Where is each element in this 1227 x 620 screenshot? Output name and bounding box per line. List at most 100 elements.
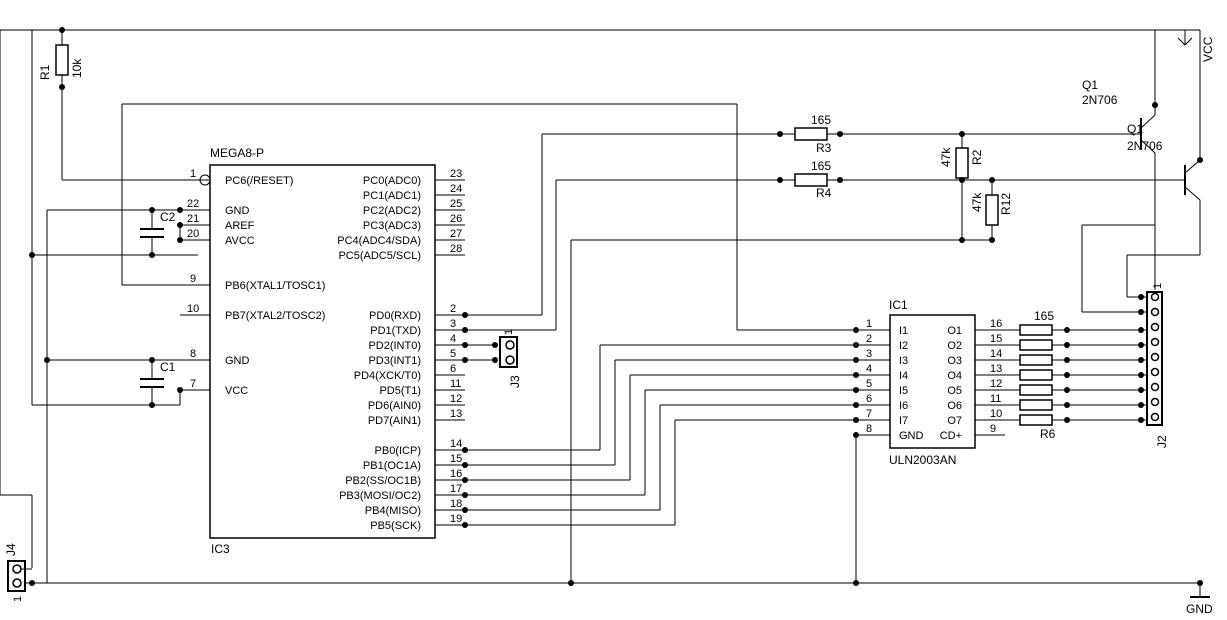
junction-dot (59, 27, 65, 33)
output-resistor-2 (1019, 339, 1053, 351)
junction-dot (1138, 387, 1144, 393)
q1b-ref: Q1 (1127, 122, 1143, 136)
ic1-right-pin-num: 12 (990, 378, 1002, 390)
junction-dot (462, 312, 468, 318)
ic1-left-pin-num: 5 (866, 378, 872, 390)
output-resistor-bank (1019, 324, 1147, 426)
junction-dot (149, 207, 155, 213)
resistor-r12 (985, 180, 999, 240)
ic3-right-pin-name: PD6(AIN0) (368, 400, 421, 412)
ic3-right-pin-num: 24 (450, 183, 462, 195)
resistor-r4 (780, 173, 1185, 187)
resistor-r2 (955, 134, 969, 240)
ic1-left-pin-num: 2 (866, 333, 872, 345)
j2-pin1: 1 (1152, 283, 1164, 289)
ic3-right-pin-name: PB1(OC1A) (363, 460, 421, 472)
ic3-right-pin-name: PD1(TXD) (370, 325, 421, 337)
junction-dot (853, 402, 859, 408)
junction-dot (1152, 102, 1158, 108)
ic1-part: ULN2003AN (889, 453, 956, 467)
j2-pin-4 (1150, 337, 1160, 347)
r1-ref: R1 (38, 64, 52, 80)
ic1-left-pin-name: I5 (899, 385, 908, 397)
ic3-right-pin-num: 3 (450, 318, 456, 330)
junction-dot (1064, 357, 1070, 363)
ic3-right-pin-num: 11 (450, 378, 461, 390)
junction-dot (1138, 309, 1144, 315)
junction-dot (149, 402, 155, 408)
ic3-right-pin-num: 17 (450, 483, 462, 495)
junction-dot (1064, 327, 1070, 333)
r4-value: 165 (811, 159, 831, 173)
r2-ref: R2 (970, 149, 984, 165)
q1b-value: 2N706 (1127, 139, 1163, 153)
ic3-right-pin-num: 2 (450, 303, 456, 315)
ic3-right-pin-name: PD3(INT1) (368, 355, 421, 367)
ic3-left-pin-name: VCC (225, 385, 248, 397)
junction-dot (1197, 580, 1203, 586)
gnd-label: GND (1186, 602, 1213, 616)
j2-pin-8 (1150, 397, 1160, 407)
ic3-right-pin-num: 28 (450, 243, 462, 255)
junction-dot (492, 342, 498, 348)
junction-dot (462, 327, 468, 333)
r12-value: 47k (970, 192, 984, 212)
c1-ref: C1 (160, 360, 176, 374)
junction-dot (462, 357, 468, 363)
ic3-right-pin-name: PD0(RXD) (369, 310, 421, 322)
output-resistor-7 (1019, 414, 1053, 426)
junction-dot (44, 357, 50, 363)
q1-value: 2N706 (1082, 93, 1118, 107)
ic1-left-pin-num: 1 (866, 318, 872, 330)
ic3-right-pin-name: PB3(MOSI/OC2) (339, 490, 421, 502)
ic1-left-pin-num: 7 (866, 408, 872, 420)
junction-dot (853, 387, 859, 393)
connector-j2 (1146, 291, 1163, 426)
ic1-right-pin-name: O1 (947, 325, 962, 337)
j2-pin-7 (1150, 382, 1160, 392)
junction-dot (1064, 372, 1070, 378)
ic1-right-pin-name: O5 (947, 385, 962, 397)
j4-pin1: 1 (12, 596, 24, 602)
ic3-right-pin-num: 14 (450, 438, 462, 450)
ic1-uln2003 (889, 314, 976, 449)
junction-dot (989, 237, 995, 243)
junction-dot (853, 417, 859, 423)
ic3-left-pin-num: 7 (190, 378, 196, 390)
j3-ref: J3 (508, 375, 522, 388)
vcc-symbol (1177, 30, 1193, 46)
junction-dot (462, 462, 468, 468)
junction-dot (1138, 327, 1144, 333)
ic3-left-pin-num: 20 (187, 228, 199, 240)
ic3-right-pin-num: 6 (450, 363, 456, 375)
junction-dot (1138, 294, 1144, 300)
output-resistor-4 (1019, 369, 1053, 381)
portb-nets (465, 344, 878, 583)
junction-dot (853, 580, 859, 586)
ic3-right-pin-name: PD7(AIN1) (368, 415, 421, 427)
r12-ref: R12 (999, 193, 1013, 215)
ic3-part: MEGA8-P (210, 146, 264, 160)
ic3-right-pin-num: 19 (450, 513, 462, 525)
q1-ref: Q1 (1082, 78, 1098, 92)
junction-dot (1064, 417, 1070, 423)
ic3-mega8 (209, 164, 436, 539)
ic3-ref: IC3 (211, 542, 230, 556)
output-resistor-3 (1019, 354, 1053, 366)
ic1-right-pin-name: O2 (947, 340, 962, 352)
junction-dot (853, 342, 859, 348)
vcc-rail (0, 29, 1201, 568)
ic3-left-pin-num: 22 (187, 198, 199, 210)
output-resistor-5 (1019, 384, 1053, 396)
ic1-left-pin-name: I4 (899, 370, 908, 382)
transistor-q1-upper (1140, 105, 1156, 290)
r5-value: 165 (1034, 309, 1054, 323)
ic3-left-pin-name: PB7(XTAL2/TOSC2) (225, 310, 325, 322)
output-resistor-6 (1019, 399, 1053, 411)
ic3-right-pin-name: PC2(ADC2) (363, 205, 421, 217)
junction-dot (1064, 387, 1070, 393)
c2-ref: C2 (160, 210, 176, 224)
junction-dot (462, 447, 468, 453)
ic1-right-pin-num: 10 (990, 408, 1002, 420)
ic3-right-pin-name: PC0(ADC0) (363, 175, 421, 187)
